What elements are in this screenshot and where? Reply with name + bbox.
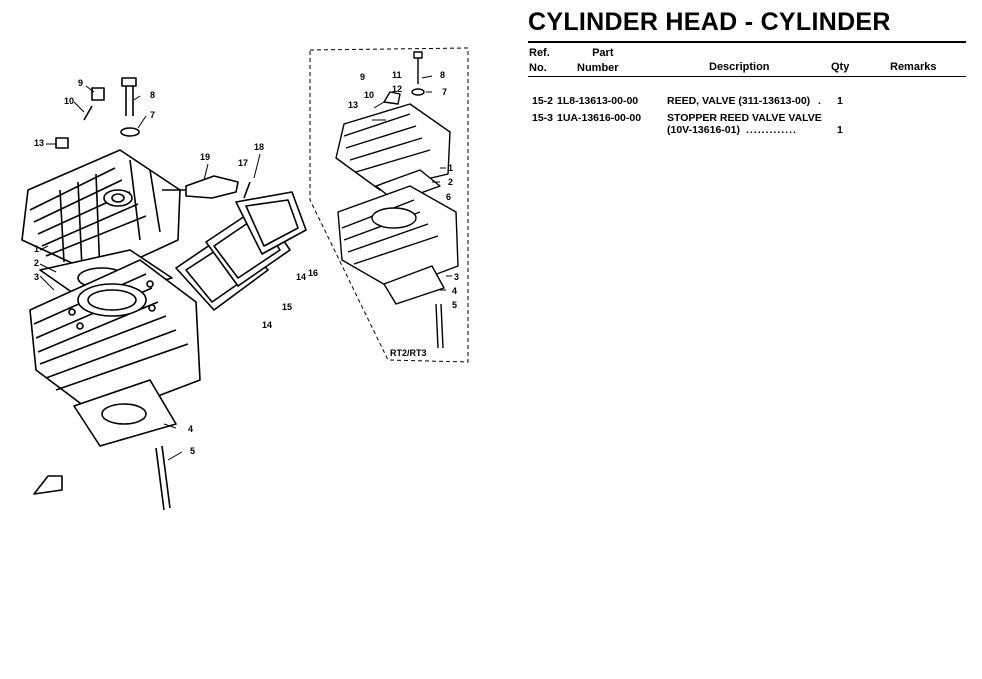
callout: 13 xyxy=(34,138,44,148)
row-qty: 1 xyxy=(837,95,843,107)
callout: 7 xyxy=(150,110,155,120)
row-dots: ............. xyxy=(746,124,797,136)
row-description: STOPPER REED VALVE VALVE xyxy=(667,112,822,124)
callout: 16 xyxy=(308,268,318,278)
header-rule-bottom xyxy=(528,76,966,77)
callout: 6 xyxy=(446,192,451,202)
callout: 13 xyxy=(348,100,358,110)
reed-valve-assembly-drawing xyxy=(175,191,307,311)
col-header-ref-line1: Ref. xyxy=(529,47,550,59)
row-description: REED, VALVE (311-13613-00) xyxy=(667,95,811,107)
col-header-ref-line2: No. xyxy=(529,62,547,74)
callout: 4 xyxy=(452,286,457,296)
callout: 9 xyxy=(360,72,365,82)
row-part-number: 1L8-13613-00-00 xyxy=(557,95,639,107)
col-header-part-line2: Number xyxy=(577,62,619,74)
callout: 7 xyxy=(442,87,447,97)
callout: 19 xyxy=(200,152,210,162)
row-dots: . xyxy=(818,95,821,107)
callout: 10 xyxy=(64,96,74,106)
header-rule xyxy=(528,41,966,43)
exploded-parts-diagram: 13 10 9 8 7 19 18 17 16 15 14 14 1 2 3 4… xyxy=(21,47,469,511)
callout: 8 xyxy=(440,70,445,80)
col-header-remarks: Remarks xyxy=(890,61,937,73)
callout: 10 xyxy=(364,90,374,100)
row-part-number: 1UA-13616-00-00 xyxy=(557,112,642,124)
callout: 5 xyxy=(452,300,457,310)
callout: 12 xyxy=(392,84,402,94)
callout: 14 xyxy=(296,272,306,282)
cylinder-body-drawing xyxy=(29,259,201,419)
col-header-description: Description xyxy=(709,61,770,73)
callout: 11 xyxy=(392,70,402,80)
variant-label: RT2/RT3 xyxy=(390,348,427,358)
callout: 17 xyxy=(238,158,248,168)
row-description-cont: (10V-13616-01) xyxy=(667,124,740,136)
page-title: CYLINDER HEAD - CYLINDER xyxy=(528,8,891,36)
callout: 4 xyxy=(188,424,193,434)
callout: 14 xyxy=(262,320,272,330)
col-header-part-line1: Part xyxy=(592,47,614,59)
rt2-rt3-inset: 11 9 8 12 7 13 10 1 2 6 3 4 5 RT2/RT3 xyxy=(309,47,469,363)
callout: 3 xyxy=(34,272,39,282)
row-ref: 15-3 xyxy=(532,112,554,124)
callout: 9 xyxy=(78,78,83,88)
row-ref: 15-2 xyxy=(532,95,554,107)
callout: 2 xyxy=(448,177,453,187)
cylinder-head-drawing xyxy=(21,149,181,277)
callout: 1 xyxy=(34,244,39,254)
callout: 3 xyxy=(454,272,459,282)
callout: 2 xyxy=(34,258,39,268)
col-header-part: Part Number xyxy=(577,46,619,76)
callout: 5 xyxy=(190,446,195,456)
callout: 1 xyxy=(448,163,453,173)
callout: 15 xyxy=(282,302,292,312)
col-header-qty: Qty xyxy=(831,61,850,73)
col-header-ref: Ref. No. xyxy=(529,46,550,76)
callout: 8 xyxy=(150,90,155,100)
callout: 18 xyxy=(254,142,264,152)
row-qty: 1 xyxy=(837,124,843,136)
